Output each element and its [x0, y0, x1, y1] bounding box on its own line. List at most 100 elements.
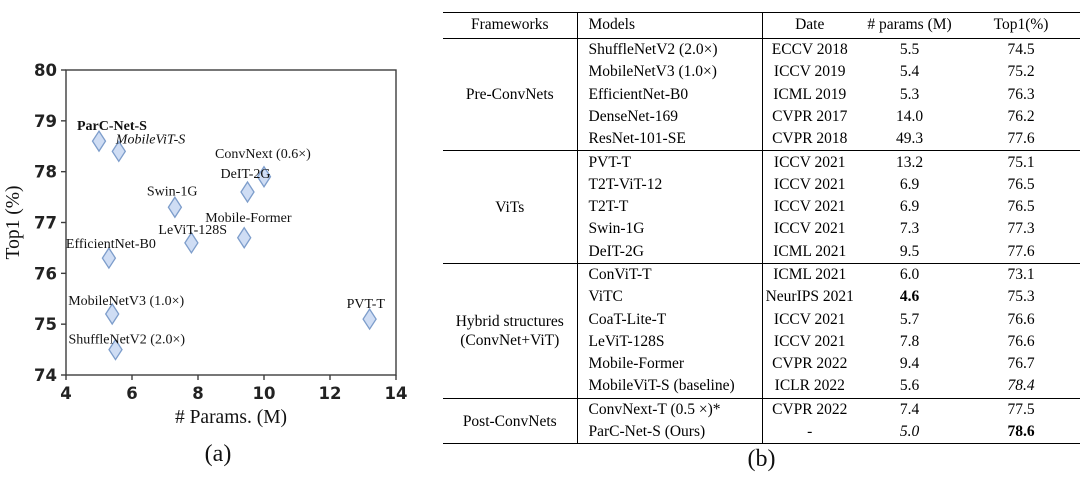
- model-cell: DeIT-2G: [577, 240, 763, 264]
- framework-cell: Post-ConvNets: [443, 397, 578, 444]
- date-cell: ECCV 2018: [762, 38, 857, 62]
- table-header-row: Frameworks Models Date # params (M) Top1…: [443, 12, 1080, 39]
- params-cell: 49.3: [895, 130, 924, 148]
- table-row: T2T-ViT-12 ICCV 2021 6.9 76.5: [443, 173, 1080, 197]
- date-cell: ICLR 2022: [774, 377, 845, 395]
- date-cell: ICCV 2021: [773, 175, 846, 193]
- top1-cell: 76.5: [1007, 198, 1035, 216]
- y-tick-label: 75: [34, 315, 57, 334]
- model-cell: ResNet-101-SE: [577, 128, 763, 151]
- date-cell: ICCV 2021: [762, 150, 857, 174]
- date-cell: ICCV 2021: [773, 332, 846, 350]
- top1-cell: 77.5: [962, 397, 1080, 422]
- y-tick-label: 76: [34, 264, 57, 283]
- scatter-point: [236, 226, 252, 249]
- point-label: DeIT-2G: [221, 167, 271, 182]
- scatter-point: [240, 180, 255, 204]
- date-cell: CVPR 2022: [772, 355, 848, 373]
- x-tick-label: 4: [60, 384, 71, 403]
- params-cell: 14.0: [895, 107, 924, 125]
- y-tick-label: 80: [34, 61, 57, 80]
- top1-cell: 73.1: [962, 262, 1080, 287]
- model-cell: ConvNext-T (0.5 ×)*: [577, 397, 763, 422]
- x-tick-label: 6: [126, 384, 137, 403]
- params-cell: 5.3: [899, 85, 920, 103]
- scatter-point: [184, 231, 199, 255]
- params-cell: 6.9: [899, 175, 920, 193]
- date-cell: ICCV 2021: [773, 198, 846, 216]
- col-header-frameworks: Frameworks: [443, 12, 578, 39]
- model-cell: Swin-1G: [577, 218, 763, 241]
- caption-b: (b): [747, 446, 776, 473]
- params-cell: 5.5: [857, 38, 962, 62]
- date-cell: ICCV 2019: [773, 63, 846, 81]
- x-axis-label: # Params. (M): [175, 407, 287, 428]
- col-header-params: # params (M): [857, 12, 962, 39]
- x-tick-label: 10: [253, 384, 276, 403]
- scatter-point: [256, 165, 272, 188]
- top1-cell: 76.6: [1007, 332, 1035, 350]
- model-cell: T2T-ViT-12: [577, 173, 763, 197]
- top1-cell: 75.3: [1007, 288, 1035, 306]
- scatter-point: [91, 129, 107, 153]
- params-cell: 6.9: [899, 198, 920, 216]
- date-cell: ICML 2021: [773, 242, 847, 260]
- scatter-point: [167, 196, 183, 219]
- params-cell: 9.4: [899, 355, 920, 373]
- framework-cell: Hybrid structures (ConvNet+ViT): [443, 262, 578, 399]
- x-tick-label: 14: [385, 384, 408, 403]
- point-label: Swin-1G: [147, 184, 198, 199]
- model-cell: DenseNet-169: [577, 105, 763, 129]
- date-cell: ICCV 2021: [773, 310, 846, 328]
- date-cell: -: [807, 423, 813, 441]
- results-table: Frameworks Models Date # params (M) Top1…: [443, 12, 1080, 445]
- top1-cell: 76.5: [1007, 175, 1035, 193]
- col-header-models: Models: [577, 12, 763, 39]
- model-cell: ShuffleNetV2 (2.0×): [577, 38, 763, 62]
- y-tick-label: 77: [34, 214, 57, 233]
- model-cell: ConViT-T: [577, 262, 763, 287]
- col-header-top1: Top1(%): [962, 12, 1080, 39]
- top1-cell: 76.7: [1007, 355, 1035, 373]
- x-tick-label: 12: [319, 384, 342, 403]
- date-cell: ICML 2021: [762, 262, 857, 287]
- col-header-date: Date: [762, 12, 857, 39]
- point-label: PVT-T: [347, 297, 386, 312]
- date-cell: ICML 2019: [773, 85, 847, 103]
- point-label: ConvNext (0.6×): [215, 147, 311, 162]
- point-label: LeViT-128S: [158, 223, 227, 238]
- top1-cell: 76.3: [1007, 85, 1035, 103]
- params-cell: 13.2: [857, 150, 962, 174]
- model-cell: T2T-T: [577, 196, 763, 219]
- point-label: MobileNetV3 (1.0×): [68, 294, 184, 309]
- y-tick-label: 79: [34, 112, 57, 131]
- top1-cell: 77.3: [1007, 220, 1035, 238]
- framework-cell: ViTs: [443, 150, 578, 264]
- params-cell: 7.8: [899, 332, 920, 350]
- y-tick-label: 74: [34, 366, 57, 385]
- params-cell: 5.6: [899, 377, 920, 395]
- date-cell: CVPR 2017: [772, 107, 848, 125]
- model-cell: ParC-Net-S (Ours): [577, 421, 763, 444]
- model-cell: MobileViT-S (baseline): [577, 375, 763, 399]
- model-cell: PVT-T: [577, 150, 763, 174]
- top1-cell: 75.1: [962, 150, 1080, 174]
- params-cell: 5.7: [899, 310, 920, 328]
- params-cell: 6.0: [857, 262, 962, 287]
